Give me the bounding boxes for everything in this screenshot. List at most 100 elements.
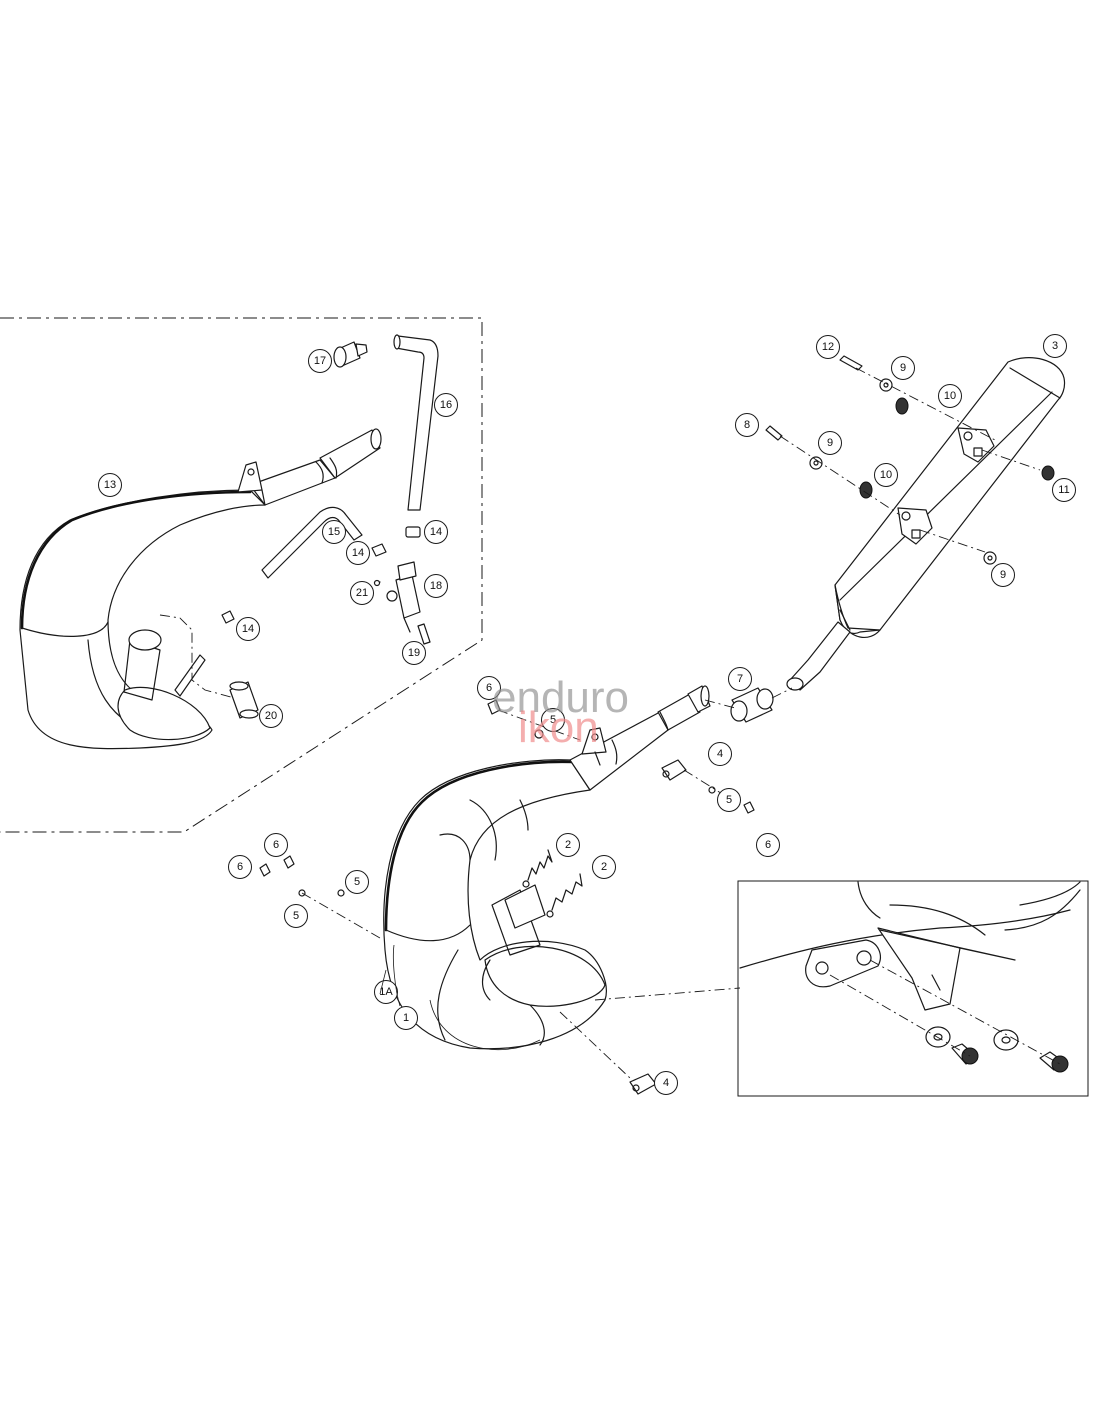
callout-10b: 10: [874, 463, 898, 487]
part-6-bolt-c: [283, 855, 295, 869]
callout-leaders: [379, 944, 401, 1007]
callout-circle: [556, 833, 580, 857]
part-10-grommet-b: [859, 481, 873, 499]
variant-kit-inset: [0, 317, 483, 833]
callout-label: 8: [744, 419, 750, 431]
callout-circle: [991, 563, 1015, 587]
callout-label: 6: [765, 839, 771, 851]
part-15-tube: [261, 506, 363, 579]
part-5-washer-a: [534, 729, 544, 739]
callout-circle: [374, 980, 398, 1004]
callout-circle: [816, 335, 840, 359]
callout-circle: [394, 1006, 418, 1030]
callout-4a: 4: [708, 742, 732, 766]
callout-circle: [592, 855, 616, 879]
part-14-clamp-b: [371, 543, 387, 557]
part-8-bolt: [765, 425, 783, 441]
callout-6b: 6: [756, 833, 780, 857]
callout-label: 10: [944, 390, 956, 402]
callout-label: 9: [1000, 569, 1006, 581]
part-14-clamp-a: [405, 526, 421, 538]
callout-6a: 6: [477, 676, 501, 700]
callout-5a: 5: [541, 708, 565, 732]
callout-circle: [891, 356, 915, 380]
callout-circle: [756, 833, 780, 857]
callout-1: 1: [394, 1006, 418, 1030]
callout-9a: 9: [891, 356, 915, 380]
part-14-clamp-c: [221, 610, 235, 624]
callout-label: 5: [726, 794, 732, 806]
callout-label: 1A: [379, 986, 393, 998]
callout-13: 13: [98, 473, 122, 497]
callout-label: 16: [440, 399, 452, 411]
callout-7: 7: [728, 667, 752, 691]
part-17-plug: [333, 341, 368, 368]
part-18-valve: [386, 561, 421, 633]
part-3-silencer: [786, 357, 1066, 691]
part-2-spring-a: [522, 849, 553, 888]
callout-11: 11: [1052, 478, 1076, 502]
callout-circle: [346, 541, 370, 565]
part-6-bolt-b: [743, 801, 755, 814]
callout-label: 6: [237, 861, 243, 873]
callout-19: 19: [402, 641, 426, 665]
part-20-coupling: [229, 681, 259, 719]
callout-9c: 9: [991, 563, 1015, 587]
callout-circle: [708, 742, 732, 766]
callout-5c: 5: [345, 870, 369, 894]
part-10-grommet-a: [895, 397, 909, 415]
part-9-washer-a: [879, 378, 893, 392]
callout-label: 19: [408, 647, 420, 659]
callout-10a: 10: [938, 384, 962, 408]
callout-label: 4: [663, 1077, 669, 1089]
part-9-washer-b: [809, 456, 823, 470]
callout-label: 13: [104, 479, 116, 491]
callout-label: 11: [1058, 484, 1069, 496]
callout-circle: [434, 393, 458, 417]
callout-label: 4: [717, 748, 723, 760]
callout-14a: 14: [424, 520, 448, 544]
callout-label: 14: [242, 623, 254, 635]
callout-8: 8: [735, 413, 759, 437]
callout-circle: [98, 473, 122, 497]
callout-2a: 2: [556, 833, 580, 857]
part-6-bolt-d: [259, 863, 271, 877]
callout-label: 5: [293, 910, 299, 922]
part-12-bolt: [839, 355, 863, 371]
callout-6d: 6: [228, 855, 252, 879]
callout-circle: [717, 788, 741, 812]
callout-circle: [308, 349, 332, 373]
callout-label: 12: [822, 341, 834, 353]
callout-9b: 9: [818, 431, 842, 455]
callout-18: 18: [424, 574, 448, 598]
callout-5b: 5: [717, 788, 741, 812]
bracket-detail-inset: [737, 880, 1089, 1097]
part-9-washer-c: [983, 551, 997, 565]
callout-circle: [284, 904, 308, 928]
callout-16: 16: [434, 393, 458, 417]
part-5-washer-b: [708, 786, 716, 794]
watermark-line1: enduro: [492, 673, 629, 722]
callout-circle: [477, 676, 501, 700]
callout-circle: [728, 667, 752, 691]
callout-label: 3: [1052, 340, 1058, 352]
callout-circle: [228, 855, 252, 879]
silencer-fasteners: [765, 355, 1055, 565]
part-5-washer-d: [337, 889, 345, 897]
callout-20: 20: [259, 704, 283, 728]
callout-circle: [874, 463, 898, 487]
inset-boundary-dashed: [0, 317, 483, 833]
callout-circle: [541, 708, 565, 732]
callout-circle: [236, 617, 260, 641]
assembly-guide-lines: [301, 367, 1041, 1079]
callout-circle: [345, 870, 369, 894]
inset-assembly-guide: [159, 614, 243, 701]
callout-label: 9: [900, 362, 906, 374]
callout-circle: [424, 574, 448, 598]
callout-label: 2: [565, 839, 571, 851]
part-7-sleeve: [730, 687, 774, 723]
callout-1a: 1A: [374, 980, 398, 1004]
callout-label: 14: [352, 547, 364, 559]
callout-2b: 2: [592, 855, 616, 879]
